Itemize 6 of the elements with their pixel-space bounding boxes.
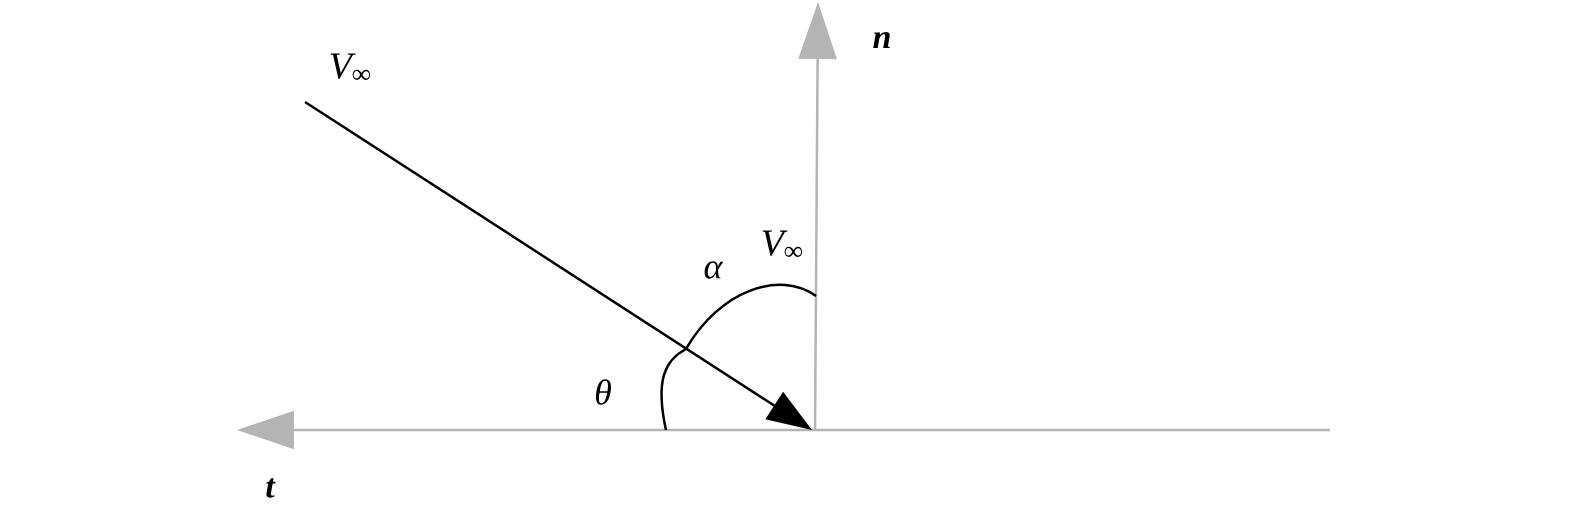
axis-label: n: [873, 31, 890, 48]
vector-label: V$_{∞}$: [762, 230, 803, 257]
vector-label: V$_{∞}$: [330, 53, 371, 80]
axis-label: t: [266, 478, 276, 498]
angle-label: α: [704, 261, 724, 279]
angle-label: θ: [595, 379, 611, 405]
